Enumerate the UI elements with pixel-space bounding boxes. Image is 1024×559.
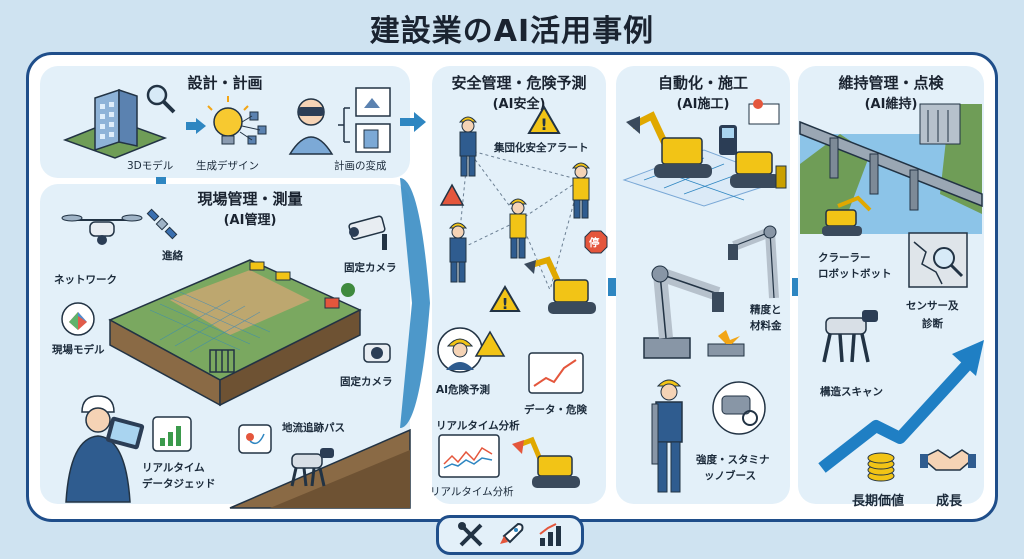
label-ground-path: 地流追跡パス	[282, 422, 345, 434]
label-growth: 成長	[936, 494, 963, 509]
robot-dog-icon	[290, 448, 334, 487]
arrow-split-icon	[338, 107, 350, 143]
site-model-icon	[61, 302, 95, 336]
building-model-icon	[62, 88, 168, 159]
label-fixed-camera-1: 固定カメラ	[344, 262, 397, 274]
safety-title-text: 安全管理・危険予測	[451, 74, 587, 92]
worker-icon	[448, 222, 468, 283]
vr-headset-person-icon	[288, 98, 334, 155]
maintenance-title: 維持管理・点検 (AI維持)	[798, 72, 984, 112]
scanner-robot-icon	[712, 381, 766, 435]
worker-icon	[508, 198, 528, 259]
plan-document-icon	[355, 87, 391, 153]
automation-title: 自動化・施工 (AI施工)	[616, 72, 790, 112]
map-pin-icon	[238, 424, 272, 454]
label-crawler-1: クラーラー	[818, 252, 871, 264]
label-site-model: 現場モデル	[52, 344, 105, 356]
label-precision-2: 材料金	[750, 320, 782, 332]
tools-icon	[458, 522, 483, 547]
rocket-icon	[500, 522, 524, 544]
excavator-icon	[626, 111, 712, 178]
warning-icon: !	[527, 104, 561, 134]
maintenance-subtitle: (AI維持)	[864, 97, 918, 112]
label-realtime-data-1: リアルタイム	[142, 462, 205, 474]
label-structure-scan: 構造スキャン	[820, 386, 883, 398]
excavator-icon	[512, 436, 580, 488]
label-strength-1: 強度・スタミナ	[696, 454, 770, 466]
label-progress: 進絡	[162, 250, 183, 262]
ai-risk-worker-icon	[437, 327, 506, 373]
robot-arm-icon	[643, 265, 724, 359]
welding-spark-icon	[707, 330, 745, 357]
excavator-icon	[524, 256, 596, 314]
label-generative-design: 生成デザイン	[196, 160, 259, 172]
bulldozer-icon	[730, 151, 787, 189]
label-3d-model: 3Dモデル	[127, 160, 174, 172]
satellite-icon	[146, 208, 178, 240]
site-subtitle: (AI管理)	[223, 213, 277, 228]
maintenance-title-text: 維持管理・点検	[838, 74, 944, 92]
label-stop: 停	[589, 237, 600, 249]
crawler-robot-icon	[822, 195, 872, 236]
label-strength-2: ッノブース	[704, 470, 756, 482]
growth-chart-icon	[539, 523, 561, 546]
label-data-risk: データ・危険	[524, 404, 587, 416]
label-network: ネットワーク	[54, 274, 117, 286]
crack-inspection-icon	[908, 232, 968, 288]
site-title: 現場管理・測量 (AI管理)	[175, 188, 325, 228]
bar-chart-icon	[152, 416, 192, 452]
automation-subtitle: (AI施工)	[676, 97, 730, 112]
label-realtime-analysis-1: リアルタイム分析	[436, 420, 520, 432]
safety-title: 安全管理・危険予測 (AI安全)	[432, 72, 606, 112]
label-precision-1: 精度と	[750, 304, 782, 316]
warning-icon	[439, 183, 465, 206]
worker-icon	[458, 116, 478, 177]
design-title: 設計・計画	[187, 74, 263, 92]
drone-icon	[61, 214, 143, 245]
exoskeleton-worker-icon	[651, 379, 683, 493]
label-group-alert: 集団化安全アラート	[494, 142, 589, 154]
line-chart-icon	[438, 434, 500, 478]
label-plan-change: 計画の変成	[334, 160, 387, 172]
warning-icon: !	[489, 285, 521, 313]
lightbulb-icon	[207, 96, 267, 145]
magnifier-icon	[146, 84, 176, 114]
fixed-camera-icon	[363, 343, 391, 363]
security-camera-icon	[348, 215, 387, 250]
coins-icon	[867, 452, 895, 482]
label-sensor-1: センサー及	[906, 300, 959, 312]
growth-arrow-icon	[818, 340, 984, 473]
label-crawler-2: ロボットボット	[818, 268, 892, 280]
robot-arm-icon	[728, 225, 779, 299]
svg-text:!: !	[540, 115, 547, 134]
label-realtime-analysis-2: リアルタイム分析	[430, 486, 514, 498]
engineer-with-tablet-icon	[65, 395, 145, 503]
chevron-right-icon	[400, 178, 430, 428]
svg-text:!: !	[502, 295, 509, 313]
label-sensor-2: 診断	[922, 318, 943, 330]
controller-icon	[719, 125, 737, 155]
label-ai-risk: AI危険予測	[436, 384, 491, 396]
page-title: 建設業のAI活用事例	[369, 14, 655, 49]
site-title-text: 現場管理・測量	[197, 190, 303, 208]
arrow-right-icon	[400, 112, 426, 132]
worker-icon	[571, 162, 591, 219]
map-pin-icon	[748, 99, 780, 125]
safety-subtitle: (AI安全)	[492, 97, 546, 112]
trend-chart-icon	[528, 352, 584, 394]
handshake-icon	[920, 449, 976, 471]
label-long-term-value: 長期価値	[852, 494, 905, 509]
robot-dog-icon	[822, 310, 878, 363]
terrain-site-model	[108, 259, 362, 407]
label-fixed-camera-2: 固定カメラ	[340, 376, 393, 388]
arrow-right-icon	[186, 118, 206, 134]
label-realtime-data-2: データジェッド	[142, 478, 216, 490]
stop-sign-icon	[584, 230, 608, 254]
automation-title-text: 自動化・施工	[657, 74, 748, 92]
